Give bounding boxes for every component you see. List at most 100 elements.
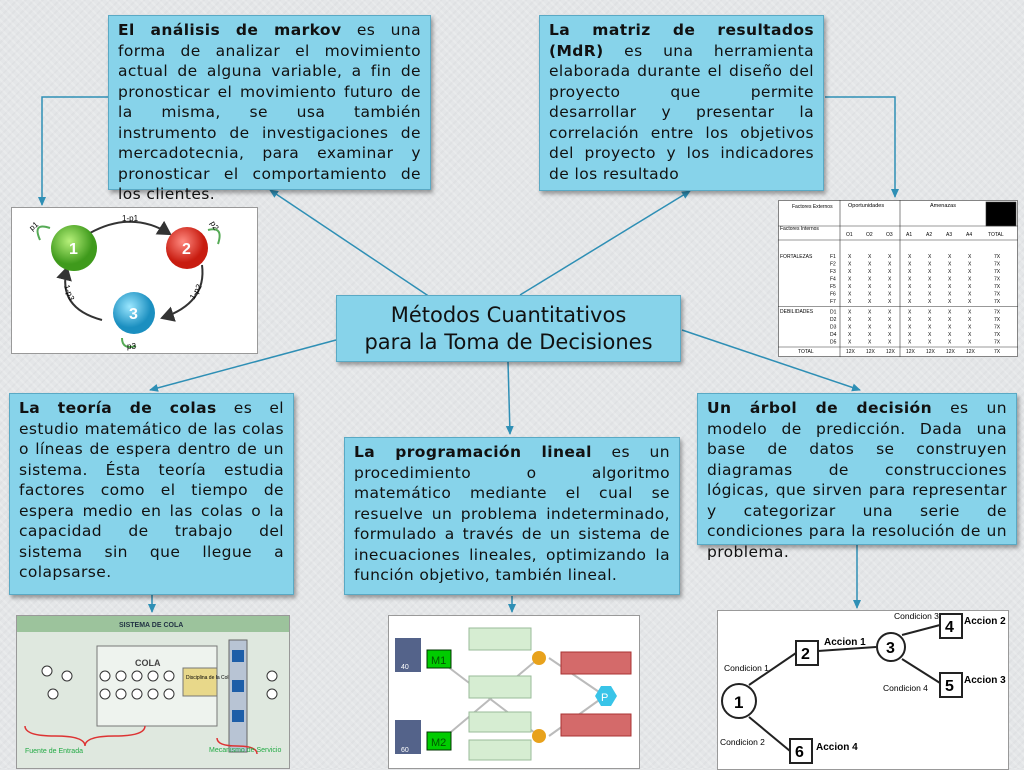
tree-node-6: 6 (795, 744, 804, 761)
matrix-col-header: O2 (866, 232, 873, 238)
state-2-label: 2 (182, 241, 191, 258)
matrix-fortalezas-label: FORTALEZAS (780, 254, 813, 260)
matrix-total-label: TOTAL (798, 349, 814, 355)
tree-condicion-3: Condicion 3 (894, 611, 939, 621)
matrix-black-cell (986, 202, 1016, 226)
queue-cola-label: COLA (135, 658, 161, 668)
matrix-row-total: 7X (994, 325, 1001, 331)
lp-value-1: 40 (401, 664, 409, 671)
matrix-row-label: D2 (830, 317, 837, 323)
matrix-row-label: D4 (830, 332, 837, 338)
matrix-col-total: 12X (906, 349, 916, 355)
matrix-row-label: F6 (830, 292, 836, 298)
colas-text: es el estudio matemático de las colas o … (19, 399, 284, 581)
state-3-label: 3 (129, 306, 138, 323)
matrix-row-label: F5 (830, 284, 836, 290)
matrix-row-label: F1 (830, 254, 836, 260)
arbol-box: Un árbol de decisión es un modelo de pre… (697, 393, 1017, 545)
queue-fuente-label: Fuente de Entrada (25, 748, 83, 755)
queue-mecanismo-label: Mecanismo de Servicio (209, 747, 281, 754)
lineal-term: La programación lineal (354, 443, 592, 461)
tree-node-4: 4 (945, 619, 954, 636)
edge-1-2-label: 1-p1 (122, 214, 139, 223)
matrix-row-total: 7X (994, 340, 1001, 346)
markov-diagram: 1 2 3 1-p1 1-p2 1-p3 p1 p2 p3 (11, 207, 258, 354)
matrix-row-label: F4 (830, 277, 836, 283)
matrix-corner-top: Factores Externos (792, 204, 833, 210)
matrix-row-label: F7 (830, 299, 836, 305)
matrix-row-total: 7X (994, 317, 1001, 323)
edge-3-1-label: 1-p3 (62, 284, 76, 303)
arbol-text: es un modelo de predicción. Dada una bas… (707, 399, 1007, 561)
loop-1-label: p1 (28, 220, 41, 233)
matrix-row-total: 7X (994, 262, 1001, 268)
tree-node-5: 5 (945, 678, 954, 695)
matrix-row-total: 7X (994, 292, 1001, 298)
matrix-col-header: O1 (846, 232, 853, 238)
tree-node-2: 2 (801, 646, 810, 663)
matrix-col-header: A2 (926, 232, 932, 238)
matrix-row-label: D3 (830, 325, 837, 331)
mdr-text: es una herramienta elaborada durante el … (549, 42, 814, 183)
tree-node-1: 1 (734, 693, 743, 712)
state-1-label: 1 (69, 241, 78, 258)
markov-term: El análisis de markov (118, 21, 341, 39)
matrix-col-total: 12X (846, 349, 856, 355)
matrix-row-total: 7X (994, 332, 1001, 338)
matrix-corner-bottom: Factores Internos (780, 226, 819, 232)
tree-condicion-1: Condicion 1 (724, 663, 769, 673)
matrix-col-header: O3 (886, 232, 893, 238)
tree-accion-2: Accion 2 (964, 616, 1006, 627)
matrix-row-label: D5 (830, 340, 837, 346)
matrix-grand-total: 7X (994, 349, 1001, 355)
lp-p-label: P (601, 692, 608, 704)
tree-accion-4: Accion 4 (816, 742, 858, 753)
tree-accion-3: Accion 3 (964, 675, 1006, 686)
markov-box: El análisis de markov es una forma de an… (108, 15, 431, 190)
matrix-col-total: 12X (866, 349, 876, 355)
central-title-line1: Métodos Cuantitativos (337, 302, 680, 329)
matrix-col-header: A1 (906, 232, 912, 238)
matrix-row-label: F2 (830, 262, 836, 268)
colas-term: La teoría de colas (19, 399, 217, 417)
lineal-box: La programación lineal es un procedimien… (344, 437, 680, 595)
markov-text: es una forma de analizar el movimiento a… (118, 21, 421, 203)
matrix-group-oportunidades: Oportunidades (848, 203, 884, 209)
arbol-term: Un árbol de decisión (707, 399, 932, 417)
tree-condicion-4: Condicion 4 (883, 683, 928, 693)
matrix-row-total: 7X (994, 284, 1001, 290)
matrix-row-label: F3 (830, 269, 836, 275)
matrix-row-total: 7X (994, 299, 1001, 305)
matrix-frame (779, 201, 1018, 357)
decision-tree-diagram: 1 2 3 4 5 6 Condicion 1 Condicion 2 Cond… (717, 610, 1009, 770)
lp-m1-label: M1 (431, 655, 446, 667)
queue-disciplina-label: Disciplina de la Cola (186, 675, 232, 681)
tree-node-3: 3 (886, 640, 895, 657)
loop-3-label: p3 (127, 342, 136, 351)
central-topic: Métodos Cuantitativos para la Toma de De… (336, 295, 681, 362)
matrix-col-total: 12X (946, 349, 956, 355)
matrix-row-total: 7X (994, 310, 1001, 316)
colas-box: La teoría de colas es el estudio matemát… (9, 393, 294, 595)
lp-value-2: 60 (401, 747, 409, 754)
matrix-row-total: 7X (994, 277, 1001, 283)
tree-condicion-2: Condicion 2 (720, 737, 765, 747)
results-matrix: Factores ExternosFactores Internos Oportu… (778, 200, 1018, 357)
matrix-debilidades-label: DEBILIDADES (780, 309, 814, 315)
queue-title: SISTEMA DE COLA (119, 622, 183, 629)
matrix-row-total: 7X (994, 254, 1001, 260)
lineal-text: es un procedimiento o algoritmo matemáti… (354, 443, 670, 584)
queue-diagram: SISTEMA DE COLA COLA Disciplina de la Co… (16, 615, 290, 769)
tree-accion-1: Accion 1 (824, 637, 866, 648)
matrix-group-amenazas: Amenazas (930, 203, 956, 209)
matrix-col-total: 12X (926, 349, 936, 355)
matrix-col-total: 12X (966, 349, 976, 355)
matrix-col-header: A3 (946, 232, 952, 238)
linear-programming-diagram: 40 60 M1 M2 P (388, 615, 640, 769)
matrix-col-header: A4 (966, 232, 972, 238)
mdr-box: La matriz de resultados (MdR) es una her… (539, 15, 824, 191)
matrix-col-total: 12X (886, 349, 896, 355)
central-title-line2: para la Toma de Decisiones (337, 329, 680, 356)
lp-m2-label: M2 (431, 737, 446, 749)
matrix-col-header: TOTAL (988, 232, 1004, 238)
